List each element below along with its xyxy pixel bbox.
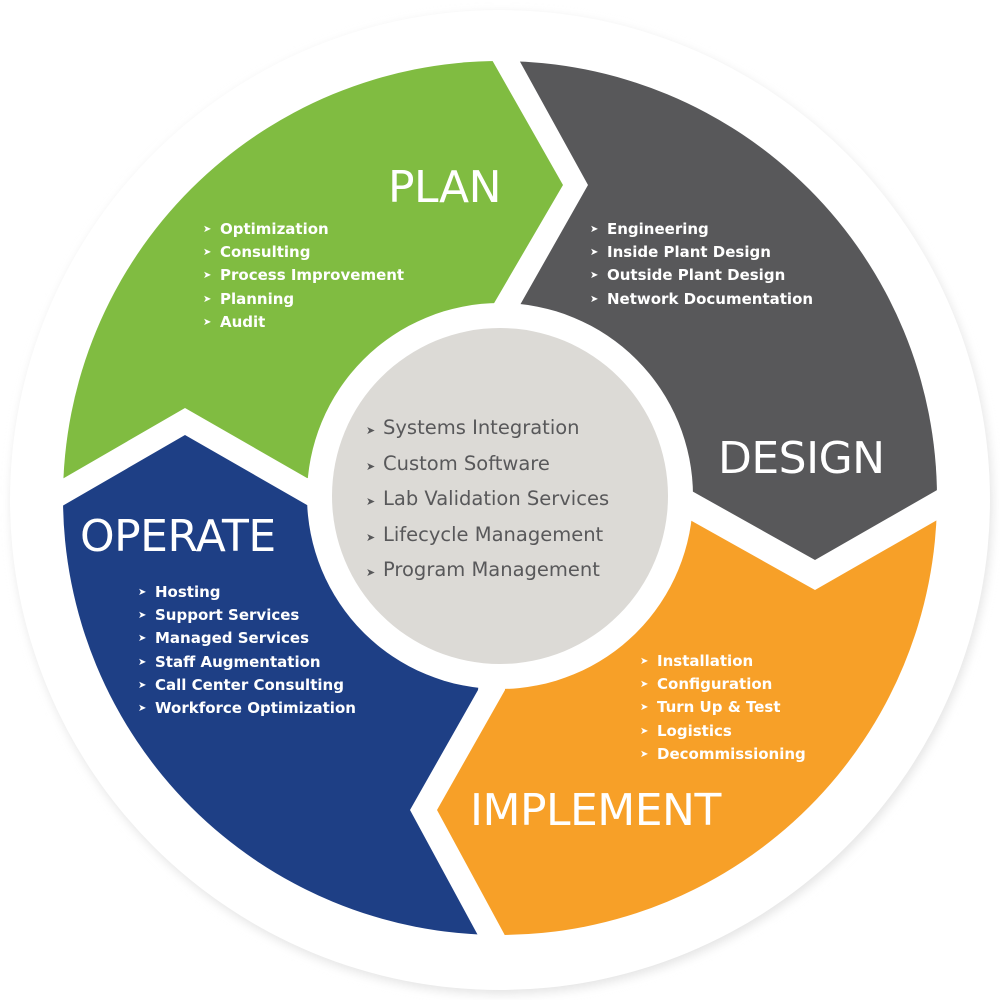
list-item: ➤ Support Services	[138, 604, 356, 627]
arrow-bullet-icon: ➤	[203, 224, 212, 235]
list-item: ➤ Logistics	[640, 720, 806, 743]
arrow-bullet-icon: ➤	[640, 748, 649, 760]
list-item-label: Lifecycle Management	[383, 522, 604, 546]
arrow-bullet-icon: ➤	[590, 293, 599, 305]
list-item-label: Inside Plant Design	[607, 243, 771, 262]
list-item-label: Staff Augmentation	[155, 652, 321, 671]
implement-list: ➤ Installation ➤ Configuration ➤ Turn Up & Te…	[640, 650, 806, 766]
arrow-bullet-icon: ➤	[138, 587, 147, 598]
list-item: ➤ Lifecycle Management	[366, 519, 609, 555]
operate-title: OPERATE	[80, 511, 276, 562]
list-item-label: Process Improvement	[220, 266, 405, 285]
list-item: ➤ Program Management	[366, 554, 609, 590]
list-item-label: Installation	[657, 652, 754, 670]
list-item: ➤ Systems Integration	[366, 412, 609, 448]
arrow-bullet-icon: ➤	[366, 459, 376, 473]
list-item: ➤ Decommissioning	[640, 743, 806, 766]
list-item: ➤ Engineering	[590, 218, 813, 241]
arrow-bullet-icon: ➤	[203, 316, 212, 328]
list-item-label: Audit	[220, 312, 266, 331]
list-item: ➤ Call Center Consulting	[138, 674, 356, 697]
arrow-bullet-icon: ➤	[138, 633, 147, 645]
list-item: ➤ Hosting	[138, 581, 356, 604]
list-item-label: Workforce Optimization	[155, 699, 356, 718]
plan-title: PLAN	[388, 162, 502, 213]
list-item-label: Network Documentation	[607, 289, 814, 308]
list-item: ➤ Consulting	[203, 241, 404, 264]
arrow-bullet-icon: ➤	[366, 424, 376, 437]
list-item: ➤ Configuration	[640, 673, 806, 696]
arrow-bullet-icon: ➤	[640, 679, 649, 691]
core-circle	[332, 328, 668, 664]
list-item-label: Decommissioning	[657, 744, 806, 763]
list-item-label: Planning	[220, 289, 295, 308]
list-item: ➤ Network Documentation	[590, 288, 813, 311]
list-item-label: Engineering	[607, 220, 709, 238]
arrow-bullet-icon: ➤	[138, 703, 147, 715]
list-item: ➤ Inside Plant Design	[590, 241, 813, 264]
arrow-bullet-icon: ➤	[366, 530, 376, 544]
implement-title: IMPLEMENT	[470, 785, 721, 836]
list-item-label: Turn Up & Test	[657, 698, 781, 717]
design-list: ➤ Engineering ➤ Inside Plant Design ➤ Outside…	[590, 218, 813, 311]
arrow-bullet-icon: ➤	[138, 679, 147, 691]
arrow-bullet-icon: ➤	[138, 656, 147, 668]
list-item: ➤ Lab Validation Services	[366, 483, 609, 519]
list-item: ➤ Workforce Optimization	[138, 697, 356, 720]
design-title: DESIGN	[718, 433, 885, 484]
operate-list: ➤ Hosting ➤ Support Services ➤ Managed Servic…	[138, 581, 356, 720]
arrow-bullet-icon: ➤	[640, 702, 649, 714]
list-item: ➤ Turn Up & Test	[640, 696, 806, 719]
arrow-bullet-icon: ➤	[138, 610, 147, 622]
list-item-label: Configuration	[657, 675, 773, 694]
arrow-bullet-icon: ➤	[203, 270, 212, 282]
list-item-label: Logistics	[657, 721, 732, 740]
list-item: ➤ Outside Plant Design	[590, 264, 813, 287]
arrow-bullet-icon: ➤	[366, 495, 376, 508]
list-item-label: Managed Services	[155, 629, 310, 648]
list-item-label: Hosting	[155, 583, 221, 601]
list-item-label: Optimization	[220, 220, 329, 238]
list-item-label: Program Management	[383, 558, 600, 581]
list-item-label: Systems Integration	[383, 416, 580, 439]
arrow-bullet-icon: ➤	[590, 224, 599, 235]
core-services-list: ➤ Systems Integration ➤ Custom Software ➤ Lab…	[366, 412, 609, 590]
list-item: ➤ Custom Software	[366, 448, 609, 484]
list-item-label: Custom Software	[383, 451, 550, 475]
list-item-label: Call Center Consulting	[155, 675, 344, 694]
list-item-label: Lab Validation Services	[383, 487, 610, 510]
plan-list: ➤ Optimization ➤ Consulting ➤ Process Improve…	[203, 218, 404, 334]
list-item-label: Outside Plant Design	[607, 266, 786, 285]
list-item: ➤ Staff Augmentation	[138, 651, 356, 674]
arrow-bullet-icon: ➤	[590, 270, 599, 282]
list-item-label: Consulting	[220, 243, 311, 262]
list-item: ➤ Installation	[640, 650, 806, 673]
list-item: ➤ Optimization	[203, 218, 404, 241]
arrow-bullet-icon: ➤	[203, 247, 212, 259]
list-item: ➤ Managed Services	[138, 627, 356, 650]
list-item: ➤ Audit	[203, 311, 404, 334]
arrow-bullet-icon: ➤	[590, 247, 599, 259]
list-item: ➤ Planning	[203, 288, 404, 311]
arrow-bullet-icon: ➤	[640, 656, 649, 667]
list-item: ➤ Process Improvement	[203, 264, 404, 287]
arrow-bullet-icon: ➤	[203, 293, 212, 305]
list-item-label: Support Services	[155, 606, 300, 625]
arrow-bullet-icon: ➤	[640, 725, 649, 737]
arrow-bullet-icon: ➤	[366, 566, 376, 579]
